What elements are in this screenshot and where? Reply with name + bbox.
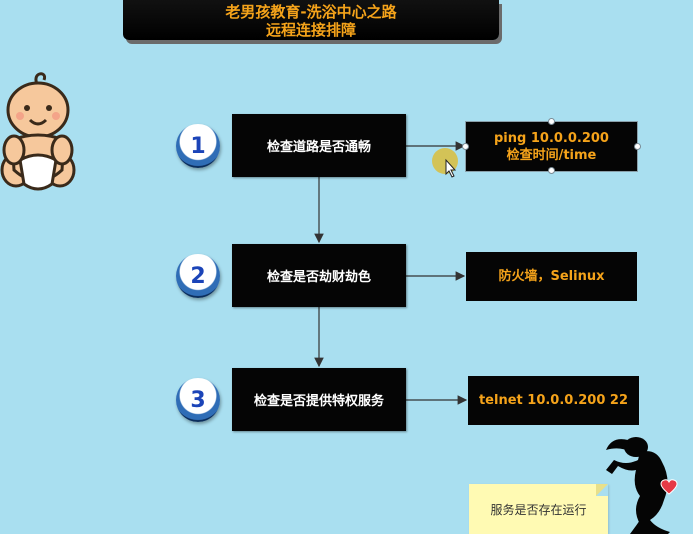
step-1-badge: 1 <box>176 124 220 168</box>
result-1-box[interactable]: ping 10.0.0.200 检查时间/time <box>465 121 638 172</box>
sticky-note-fold <box>596 484 608 496</box>
step-2-label: 检查是否劫财劫色 <box>266 270 371 285</box>
step-1-number: 1 <box>190 133 206 159</box>
title-line-2: 远程连接排障 <box>265 21 356 39</box>
step-3-label: 检查是否提供特权服务 <box>253 394 384 409</box>
result-3-box[interactable]: telnet 10.0.0.200 22 <box>468 376 639 425</box>
sticky-note-text: 服务是否存在运行 <box>490 502 587 517</box>
step-2-number: 2 <box>190 263 206 289</box>
title-banner: 老男孩教育-洗浴中心之路 远程连接排障 <box>123 0 499 40</box>
step-3-box[interactable]: 检查是否提供特权服务 <box>232 368 406 431</box>
step-2-box[interactable]: 检查是否劫财劫色 <box>232 244 406 307</box>
title-line-1: 老男孩教育-洗浴中心之路 <box>225 3 397 21</box>
sticky-note[interactable]: 服务是否存在运行 <box>469 484 608 534</box>
selection-handle-right[interactable] <box>634 143 641 150</box>
result-3-line-1: telnet 10.0.0.200 22 <box>478 393 629 408</box>
selection-handle-bottom[interactable] <box>548 167 555 174</box>
step-2-badge: 2 <box>176 254 220 298</box>
selection-handle-left[interactable] <box>462 143 469 150</box>
result-1-line-1: ping 10.0.0.200 <box>494 130 609 146</box>
step-3-badge: 3 <box>176 378 220 422</box>
result-2-line-1: 防火墙，Selinux <box>498 269 605 284</box>
result-2-box[interactable]: 防火墙，Selinux <box>466 252 637 301</box>
selection-handle-top[interactable] <box>548 118 555 125</box>
step-3-number: 3 <box>190 387 206 413</box>
step-1-label: 检查道路是否通畅 <box>266 140 371 155</box>
result-1-line-2: 检查时间/time <box>506 147 597 163</box>
step-1-box[interactable]: 检查道路是否通畅 <box>232 114 406 177</box>
